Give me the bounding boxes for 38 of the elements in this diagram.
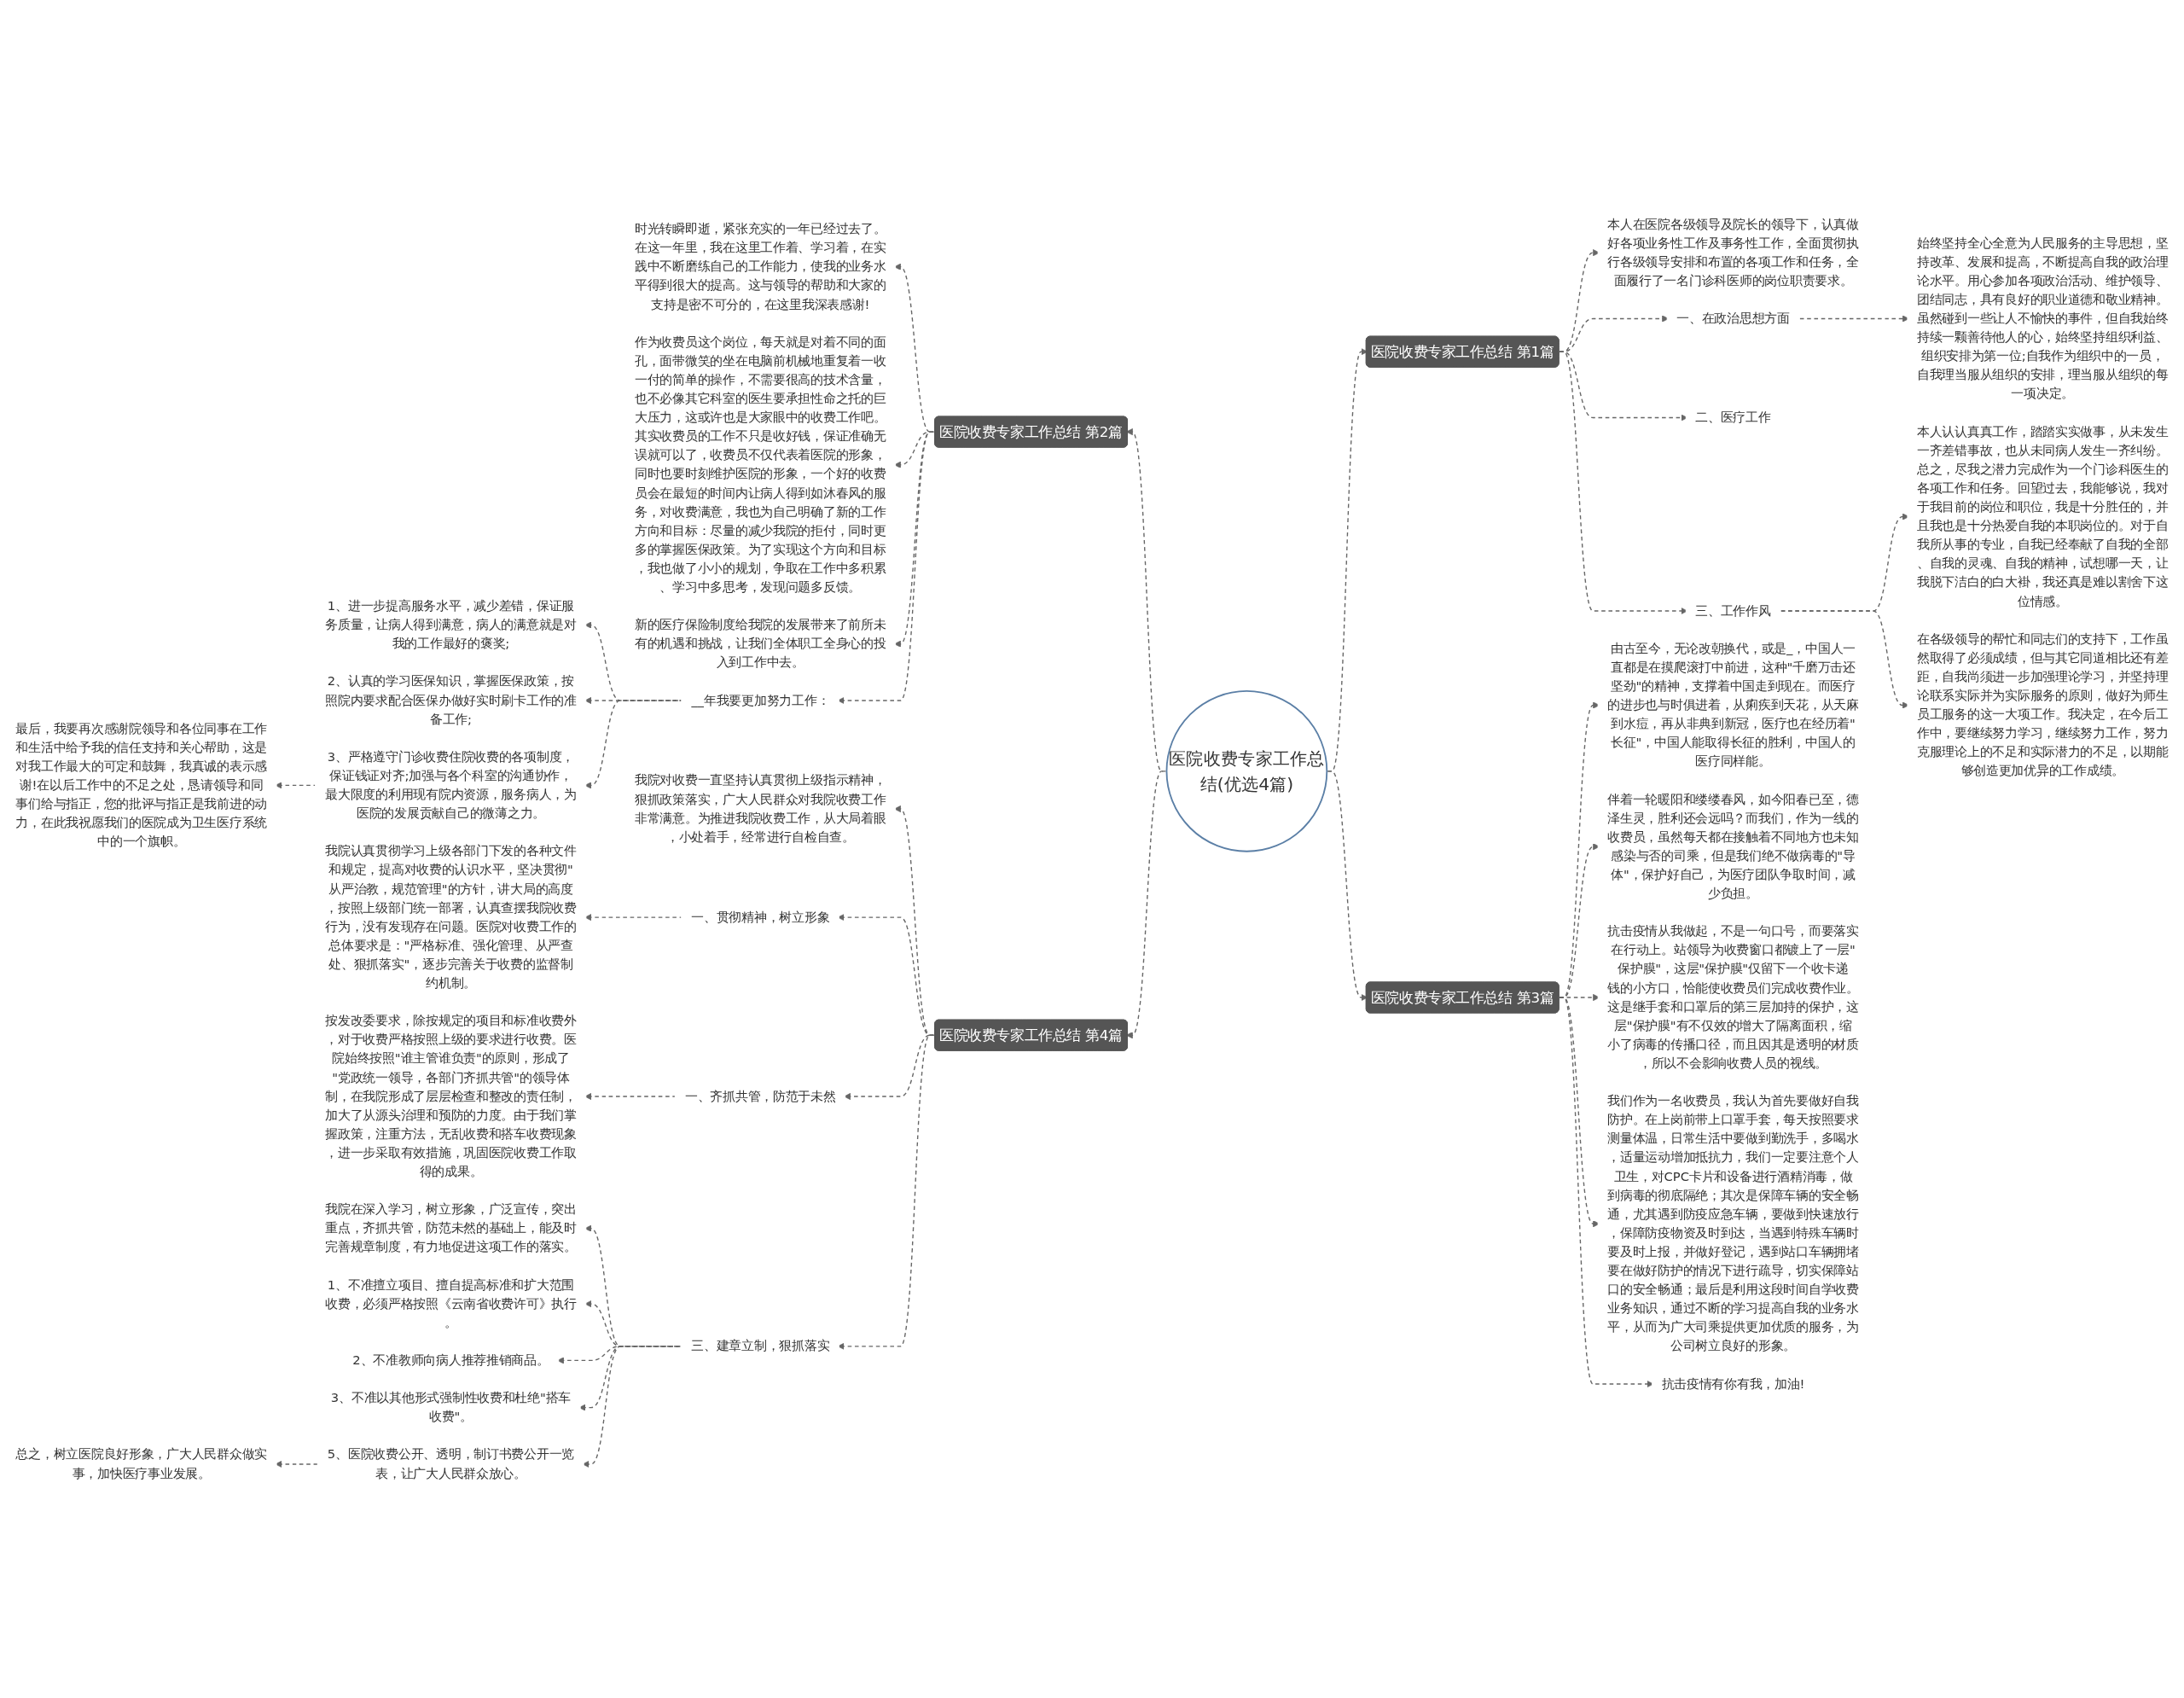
node-text: 三、建章立制，狠抓落实: [691, 1338, 830, 1354]
node-text: __年我要更加努力工作：: [691, 692, 830, 708]
node-text: 1、不准擅立项目、擅自提高标准和扩大范围收费，必须严格按照《云南省收费许可》执行。: [325, 1276, 577, 1330]
arrow: [584, 700, 682, 789]
node-text: 作为收费员这个岗位，每天就是对着不同的面孔，面带微笑的坐在电脑前机械地重复着一收一付的简单的操作，不需要很高的技术含量，也不必像其它科室的医生要承担性命之托的巨大压力，这或许也是大家眼中的收费工作吧。其实收费员的工作不只是收好钱，保证准确无误就可以了，收费员不仅代表着医院的形象，同时也要时刻维护医院的形象，一个好的收费员会在最短的时间内让病人得到如沐春风的服务，对收费满意，我也为自己明确了新的工作方向和目标：尽量的减少我院的拒付，同时更多的掌握医保政策。为了实现这个方向和目标，我也做了小小的规划，争取在工作中多积累、学习中多思考，发现问题多反馈。: [634, 334, 886, 595]
node-text: 我们作为一名收费员，我认为首先要做好自我防护。在上岗前带上口罩手套，每天按照要求测量体温，日常生活中要做到勤洗手，多喝水，适量运动增加抵抗力，我们一定要注意个人卫生，对CPC卡片和设备进行酒精消毒，做到病毒的彻底隔绝；其次是保障车辆的安全畅通，尤其遇到防疫应急车辆，要做到快速放行，保障防疫物资及时到达，当遇到特殊车辆时要及时上报，并做好登记，遇到站口车辆拥堵要在做好防护的情况下进行疏导，切实保障站口的安全畅通；最后是利用这段时间自学收费业务知识，通过不断的学习提高自我的业务水平，从而为广大司乘提供更加优质的服务，为公司树立良好的形象。: [1607, 1093, 1859, 1354]
node-text: 1、进一步提高服务水平，减少差错，保证服务质量，让病人得到满意，病人的满意就是对我的工作最好的褒奖;: [325, 598, 577, 651]
node-text: 在各级领导的帮忙和同志们的支持下，工作虽然取得了必须成绩，但与其它同道相比还有差距，自我尚须进一步加强理论学习，并坚持理论联系实际并为实际服务的原则，做好为师生员工服务的这一大项工作。我决定，在今后工作中，要继续努力学习，继续努力工作，努力克服理论上的不足和实际潜力的不足，以期能够创造更加优异的工作成绩。: [1916, 631, 2169, 779]
node-text: 本人在医院各级领导及院长的领导下，认真做好各项业务性工作及事务性工作，全面贯彻执行各级领导安排和布置的各项工作和任务，全面履行了一名门诊科医师的岗位职责要求。: [1607, 216, 1859, 288]
node-text: 5、医院收费公开、透明，制订书费公开一览表，让广大人民群众放心。: [327, 1446, 575, 1481]
arrow: [894, 263, 935, 433]
node-text: 时光转瞬即逝，紧张充实的一年已经过去了。在这一年里，我在这里工作着、学习着，在实践中不断磨练自己的工作能力，使我的业务水平得到很大的提高。这与领导的帮助和大家的支持是密不可分的，在这里我深表感谢!: [634, 221, 886, 312]
node-text: 3、不准以其他形式强制性收费和杜绝"搭车收费"。: [330, 1390, 572, 1424]
arrow: [584, 1093, 676, 1101]
node-text: 一、在政治思想方面: [1676, 311, 1790, 326]
node-text: 总之，树立医院良好形象，广大人民群众做实事，加快医疗事业发展。: [15, 1446, 268, 1481]
node-text: 我院对收费一直坚持认真贯彻上级指示精神，狠抓政策落实，广大人民群众对我院收费工作非常满意。为推进我院收费工作，从大局着眼，小处着手，经常进行自检自查。: [634, 772, 886, 845]
node-text: 我院认真贯彻学习上级各部门下发的各种文件和规定，提高对收费的认识水平，坚决贯彻"从严治教，规范管理"的方针，讲大局的高度，按照上级部门统一部署，认真查摆我院收费行为，没有发现存在问题。医院对收费工作的总体要求是："严格标准、强化管理、从严查处、狠抓落实"，逐步完善关于收费的监督制约机制。: [325, 843, 577, 991]
node-text: 2、不准教师向病人推荐推销商品。: [352, 1352, 549, 1368]
arrow: [557, 1346, 682, 1364]
node-text: 2、认真的学习医保知识，掌握医保政策，按照院内要求配合医保办做好实时刷卡工作的准备工作;: [325, 673, 577, 727]
node-text: 3、严格遵守门诊收费住院收费的各项制度，保证钱证对齐;加强与各个科室的沟通协作，最大限度的利用现有院内资源，服务病人，为医院的发展贡献自己的微薄之力。: [325, 749, 577, 821]
node-text: 本人认认真真工作，踏踏实实做事，从未发生一齐差错事故，也从未同病人发生一齐纠纷。总之，尽我之潜力完成作为一个门诊科医生的各项工作和任务。回望过去，我能够说，我对于我目前的岗位和职位，我是十分胜任的，并且我也是十分热爱自我的本职岗位的。对于自我所从事的专业，自我已经奉献了自我的全部、自我的灵魂、自我的精神，试想哪一天，让我脱下洁白的白大褂，我还真是难以割舍下这位情感。: [1916, 423, 2169, 609]
node-text: 三、工作作风: [1695, 602, 1771, 619]
node-text: 我院在深入学习，树立形象，广泛宣传，突出重点，齐抓共管，防范未然的基础上，能及时完善规章制度，有力地促进这项工作的落实。: [325, 1201, 577, 1255]
node-text: 按发改委要求，除按规定的项目和标准收费外，对于收费严格按照上级的要求进行收费。医院始终按照"谁主管谁负责"的原则，形成了"党政统一领导，各部门齐抓共管"的领导体制，在我院形成了层层检查和整改的责任制，加大了从源头治理和预防的力度。由于我们掌握政策，注重方法，无乱收费和搭车收费现象，进一步采取有效措施，巩固医院收费工作取得的成果。: [325, 1013, 577, 1179]
node-text: 一、贯彻精神，树立形象: [691, 909, 830, 925]
arrow: [584, 914, 682, 922]
node-text: 二、医疗工作: [1695, 410, 1771, 425]
node-text: 伴着一轮暖阳和缕缕春风，如今阳春已至，德泽生灵，胜利还会远吗？而我们，作为一线的收费员，虽然每天都在接触着不同地方也未知感染与否的司乘，但是我们绝不做病毒的"导体"，保护好自己，为医疗团队争取时间，减少负担。: [1607, 791, 1859, 901]
node-text: 新的医疗保险制度给我院的发展带来了前所未有的机遇和挑战，让我们全体职工全身心的投入到工作中去。: [634, 617, 886, 671]
node-text: 抗击疫情从我做起，不是一句口号，而要落实在行动上。站领导为收费窗口都镀上了一层"保护膜"，这层"保护膜"仅留下一个收卡递钱的小方口，恰能使收费员们完成收费作业。这是继手套和口罩后的第三层加持的保护，这层"保护膜"有不仅效的增大了隔离面积，缩小了病毒的传播口径，而且因其是透明的材质，所以不会影响收费人员的视线。: [1607, 923, 1859, 1071]
node-text: 抗击疫情有你有我，加油!: [1661, 1375, 1805, 1392]
node-text: 始终坚持全心全意为人民服务的主导思想，坚持改革、发展和提高，不断提高自我的政治理论水平。用心参加各项政治活动、维护领导、团结同志，具有良好的职业道德和敬业精神。虽然碰到一些让人不愉快的事件，但自我始终持续一颗善待他人的心，始终坚持组织利益、组织安排为第一位;自我作为组织中的一员，自我理当服从组织的安排，理当服从组织的每一项决定。: [1916, 235, 2169, 402]
node-text: 由古至今，无论改朝换代，或是_，中国人一直都是在摸爬滚打中前进，这种"千磨万击还坚劲"的精神，支撑着中国走到现在。而医疗的进步也与时俱进着，从痢疾到天花，从天麻到水痘，再从非典到新冠，医疗也在经历着"长征"，中国人能取得长征的胜利，中国人的医疗同样能。: [1607, 641, 1859, 770]
node-circle: [1165, 690, 1328, 852]
node-text: 一、齐抓共管，防范于未然: [684, 1088, 836, 1104]
node-text: 最后，我要再次感谢院领导和各位同事在工作和生活中给予我的信任支持和关心帮助，这是对我工作最大的可定和鼓舞，我真诚的表示感谢!在以后工作中的不足之处，恳请领导和同事们给与指正，您的批评与指正是我前进的动力，在此我祝愿我们的医院成为卫生医疗系统中的一个旗帜。: [15, 720, 268, 849]
